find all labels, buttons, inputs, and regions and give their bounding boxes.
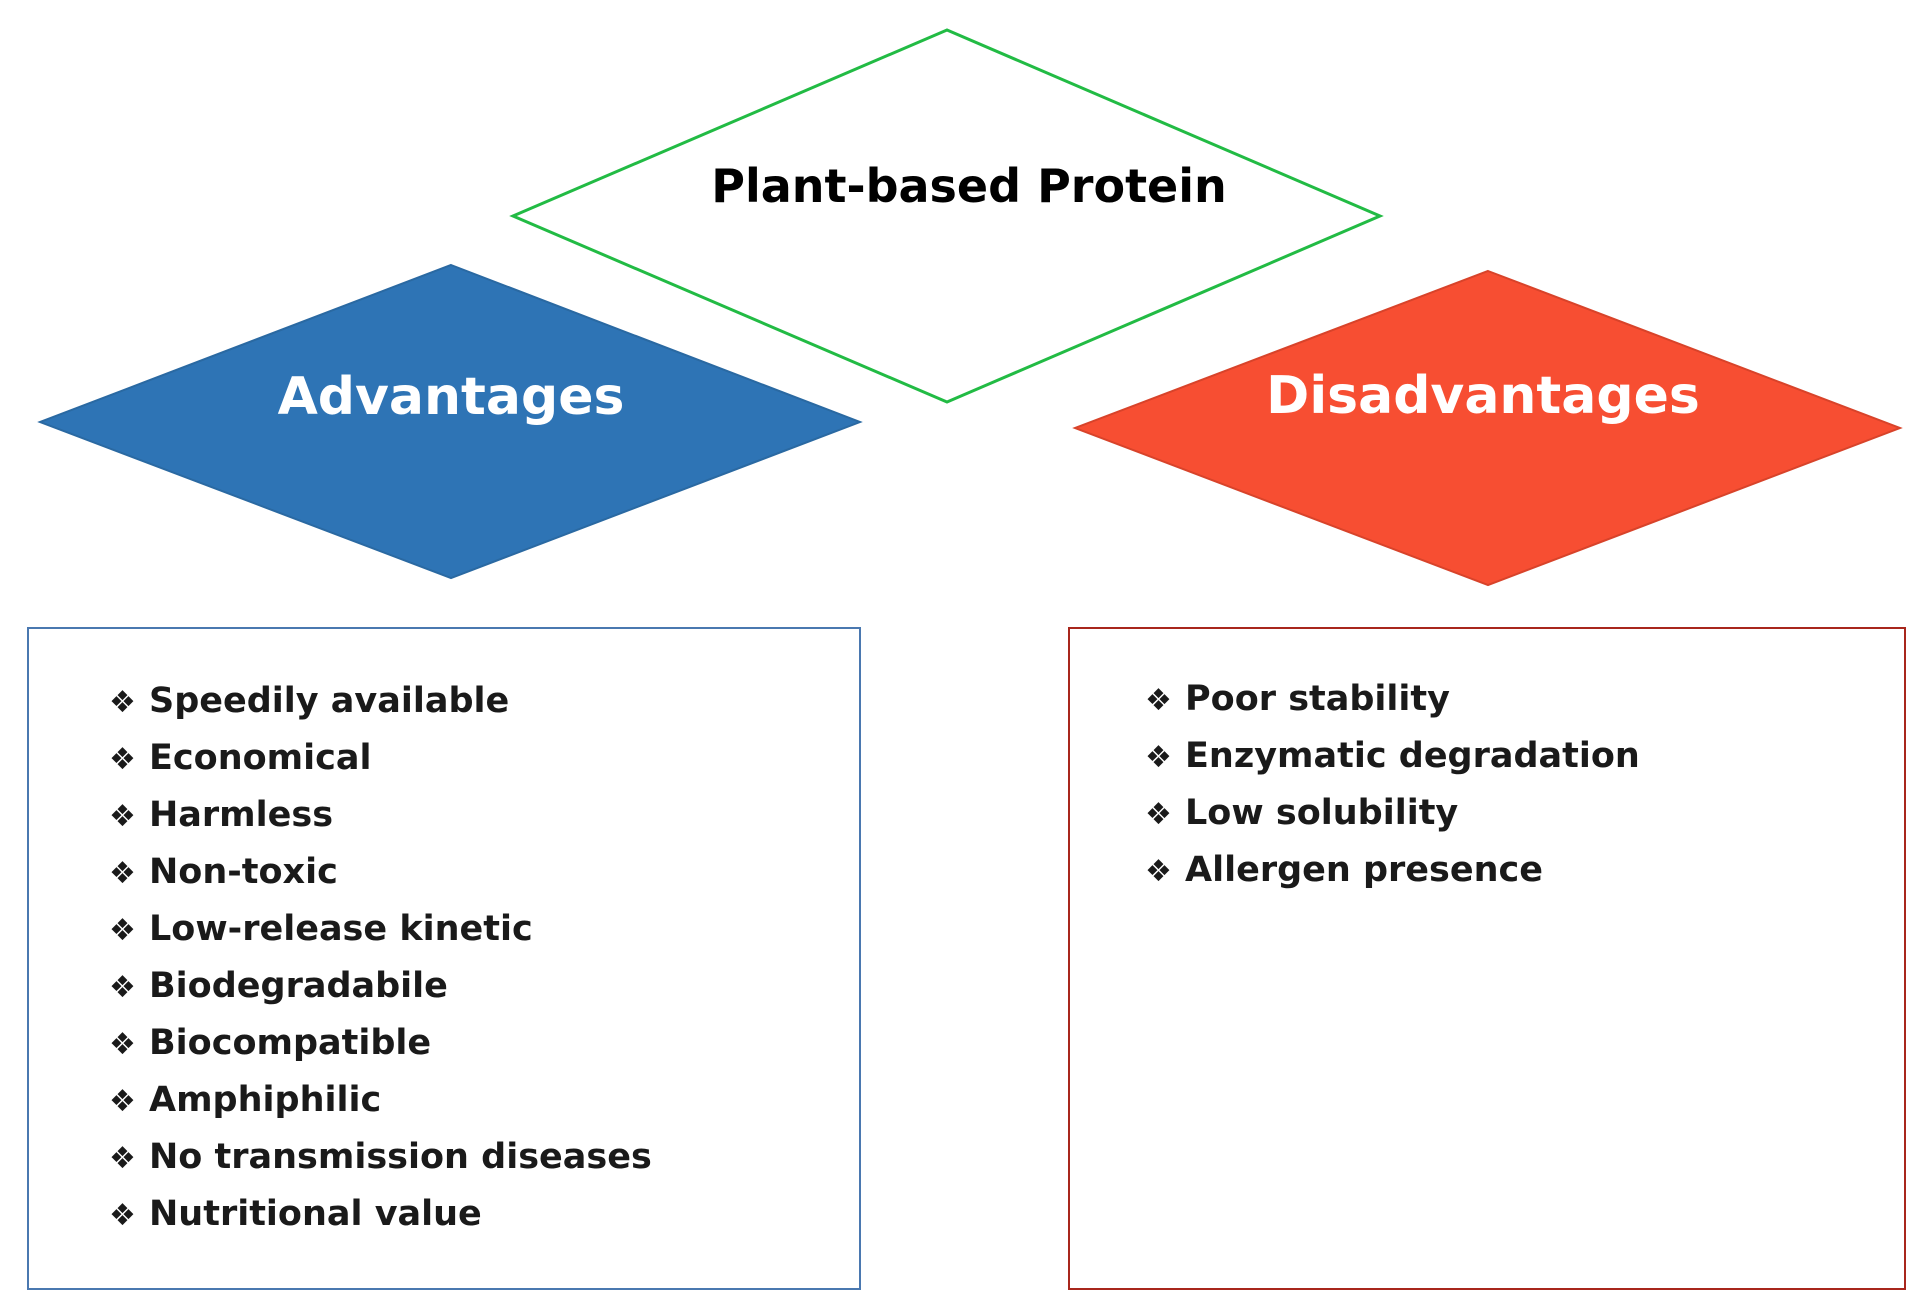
list-item: ❖ Economical (109, 730, 652, 787)
list-item: ❖ Low solubility (1145, 785, 1640, 842)
diamond-bullet-icon: ❖ (109, 742, 136, 777)
list-item: ❖ Enzymatic degradation (1145, 728, 1640, 785)
disadvantages-box: ❖ Poor stability ❖ Enzymatic degradation ❖… (1068, 627, 1906, 1290)
list-item: ❖ Harmless (109, 787, 652, 844)
diamond-bullet-icon: ❖ (109, 1198, 136, 1233)
list-item: ❖ Speedily available (109, 673, 652, 730)
list-item-text: Biocompatible (149, 1023, 432, 1063)
list-item-text: Speedily available (149, 681, 510, 721)
diamond-bullet-icon: ❖ (1145, 740, 1172, 775)
diamond-bullet-icon: ❖ (1145, 854, 1172, 889)
advantages-box: ❖ Speedily available ❖ Economical ❖ Harmles… (27, 627, 861, 1290)
list-item: ❖ Nutritional value (109, 1186, 652, 1243)
list-item-text: Amphiphilic (149, 1080, 382, 1120)
list-item-text: Economical (149, 738, 372, 778)
advantages-list: ❖ Speedily available ❖ Economical ❖ Harmles… (109, 673, 652, 1243)
diamond-bullet-icon: ❖ (1145, 683, 1172, 718)
list-item-text: Low-release kinetic (149, 909, 533, 949)
list-item-text: Low solubility (1185, 793, 1459, 833)
list-item: ❖ No transmission diseases (109, 1129, 652, 1186)
advantages-diamond (37, 263, 863, 580)
list-item: ❖ Poor stability (1145, 671, 1640, 728)
root-diamond (509, 28, 1384, 404)
list-item: ❖ Allergen presence (1145, 842, 1640, 899)
list-item-text: Non-toxic (149, 852, 338, 892)
list-item-text: Biodegradabile (149, 966, 448, 1006)
list-item-text: No transmission diseases (149, 1137, 652, 1177)
diamond-bullet-icon: ❖ (109, 1141, 136, 1176)
diamond-bullet-icon: ❖ (109, 1084, 136, 1119)
list-item-text: Poor stability (1185, 679, 1450, 719)
root-label: Plant-based Protein (711, 159, 1227, 213)
diamond-bullet-icon: ❖ (109, 685, 136, 720)
diamond-bullet-icon: ❖ (109, 856, 136, 891)
list-item-text: Nutritional value (149, 1194, 482, 1234)
diamond-bullet-icon: ❖ (109, 799, 136, 834)
diamond-bullet-icon: ❖ (109, 1027, 136, 1062)
diamond-bullet-icon: ❖ (109, 970, 136, 1005)
diamond-bullet-icon: ❖ (109, 913, 136, 948)
list-item: ❖ Biocompatible (109, 1015, 652, 1072)
list-item-text: Enzymatic degradation (1185, 736, 1640, 776)
list-item-text: Harmless (149, 795, 334, 835)
list-item: ❖ Low-release kinetic (109, 901, 652, 958)
advantages-label: Advantages (277, 367, 625, 427)
list-item-text: Allergen presence (1185, 850, 1543, 890)
disadvantages-label: Disadvantages (1266, 366, 1700, 426)
list-item: ❖ Biodegradabile (109, 958, 652, 1015)
list-item: ❖ Non-toxic (109, 844, 652, 901)
list-item: ❖ Amphiphilic (109, 1072, 652, 1129)
diamond-bullet-icon: ❖ (1145, 797, 1172, 832)
disadvantages-diamond (1072, 269, 1903, 587)
disadvantages-list: ❖ Poor stability ❖ Enzymatic degradation ❖… (1145, 671, 1640, 899)
